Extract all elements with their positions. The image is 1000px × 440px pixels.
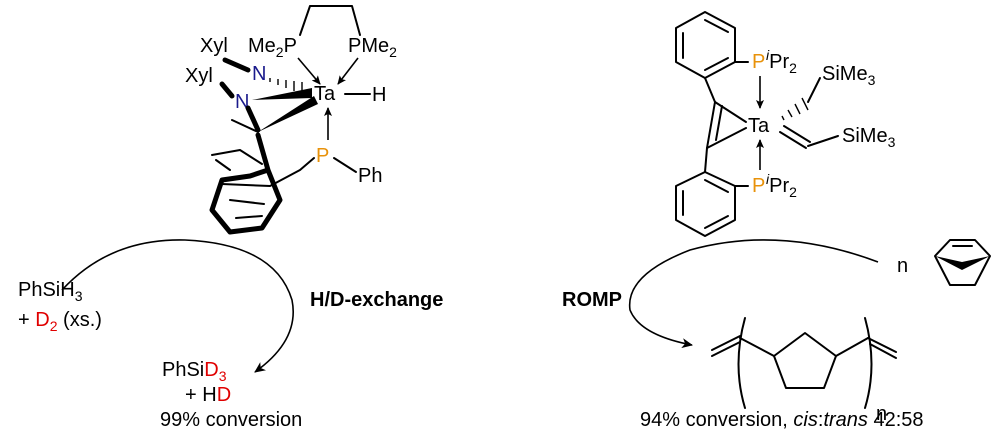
phosphorus-label: P <box>316 145 329 167</box>
aryl-alkyne-bond-bottom <box>704 147 708 173</box>
right-reaction-arrow <box>628 239 879 349</box>
phosphorus-top-label: P <box>752 51 765 73</box>
cyclopentane-ring <box>773 332 837 389</box>
left-reaction-label: H/D-exchange <box>310 289 443 311</box>
wedge-bond-c-ta <box>258 96 318 132</box>
xyl-n-bond-2 <box>219 81 235 99</box>
norbornene-monomer <box>934 239 991 286</box>
right-conversion: 94% conversion, cis:trans 42:58 <box>640 409 924 431</box>
right-reaction-label: ROMP <box>562 289 622 311</box>
wedge-bond-n2-ta <box>252 88 312 100</box>
alkyne-bond-inner <box>715 105 723 141</box>
sime3-right-label: SiMe3 <box>842 125 896 150</box>
alkylidene-double-bond-2 <box>783 125 811 143</box>
xyl-n-bond-1 <box>222 57 251 73</box>
aryl-ring-inner <box>229 199 265 219</box>
monomer-coefficient: n <box>897 255 908 277</box>
pme2-right-label: PMe2 <box>348 35 397 60</box>
sime3-top-label: SiMe3 <box>822 63 876 88</box>
left-conversion: 99% conversion <box>160 409 302 431</box>
bottom-aryl-double-bonds <box>682 179 729 229</box>
vinylene-right-link <box>835 337 869 357</box>
left-reaction-arrow <box>61 239 294 373</box>
tantalum-label: Ta <box>314 83 336 105</box>
alkylidene-si-bond <box>807 135 839 147</box>
right-tantalum-complex: P iPr2 Ta SiMe3 SiMe3 P iPr2 <box>675 11 896 237</box>
nitrogen-label-1: N <box>252 63 266 85</box>
xyl-label-1: Xyl <box>200 35 228 57</box>
left-tantalum-complex: Me2P PMe2 Xyl Xyl N N Ta H P Ph <box>185 5 397 235</box>
right-tantalum-label: Ta <box>748 115 770 137</box>
polymer-bracket-right <box>864 317 873 409</box>
dmpe-backbone <box>299 5 361 36</box>
reactant-silane: PhSiH3 <box>18 279 83 304</box>
phosphorus-bottom-label: P <box>752 175 765 197</box>
alkyne-bond <box>706 101 716 149</box>
reactant-deuterium: + D2 (xs.) <box>18 309 102 334</box>
p-ph-bond <box>333 157 357 173</box>
dative-bond-p-left <box>297 57 321 85</box>
top-aryl-double-bonds <box>682 19 729 71</box>
polymer-bracket-left <box>737 317 746 409</box>
vinylene-left-link <box>739 337 775 357</box>
hashed-bond-n1-ta <box>269 78 303 94</box>
alkyne-ta-bond-top <box>714 101 747 123</box>
dative-bond-p-right <box>337 57 359 85</box>
vinylene-left <box>711 335 741 357</box>
product-hd: + HD <box>185 384 231 406</box>
polymer-subscript: n <box>876 403 887 425</box>
hydride-label: H <box>372 84 386 106</box>
ipr2-bottom-label: iPr2 <box>766 171 797 200</box>
alkyne-ta-bond-bottom <box>706 127 747 149</box>
phenyl-label: Ph <box>358 165 382 187</box>
ipr2-top-label: iPr2 <box>766 47 797 76</box>
top-aryl-ring <box>675 11 736 79</box>
ch2-si-bond <box>807 77 821 103</box>
bottom-aryl-ring <box>675 171 736 237</box>
product-deuterated-silane: PhSiD3 <box>162 359 227 384</box>
aryl-ring-back <box>211 149 315 187</box>
bold-aryl-ring <box>209 132 283 235</box>
n-c-bond <box>245 105 261 133</box>
xyl-label-2: Xyl <box>185 65 213 87</box>
alkylidene-double-bond-1 <box>779 131 807 149</box>
vinylene-right <box>867 337 897 359</box>
norbornene-bridge <box>935 256 990 270</box>
aryl-alkyne-bond-top <box>704 77 716 103</box>
pme2-left-label: Me2P <box>248 35 297 60</box>
polymer-product: n <box>711 317 897 425</box>
backbone-bond <box>231 119 259 133</box>
hashed-bond-ta-ch2 <box>781 97 809 121</box>
